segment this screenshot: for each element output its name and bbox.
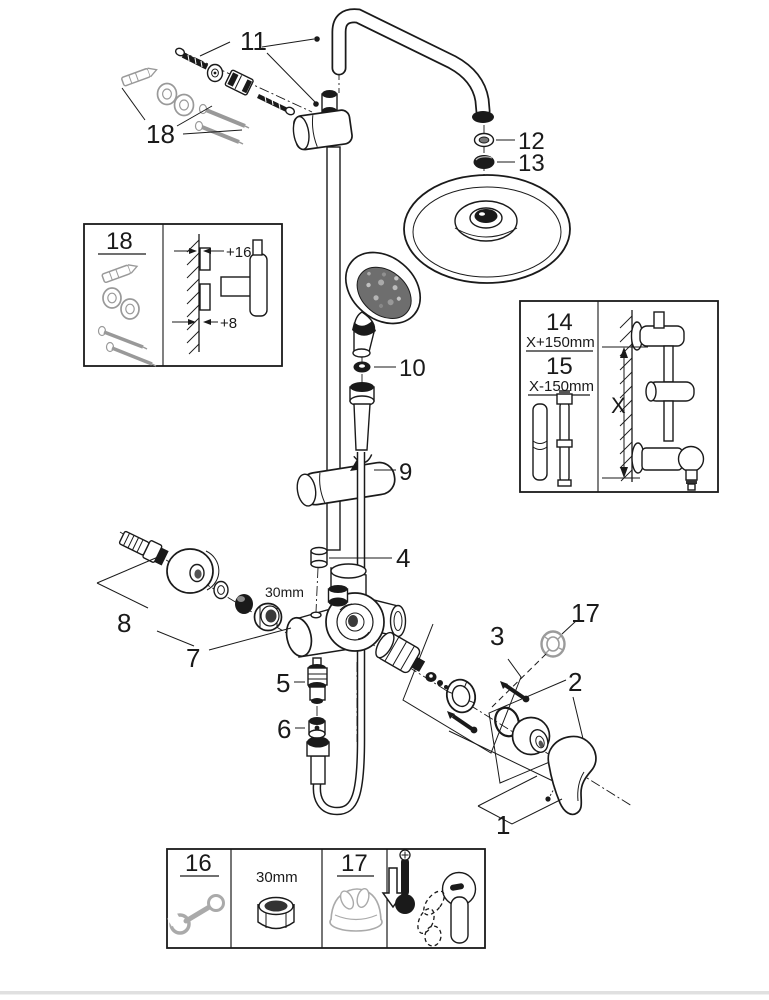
inset-rail-length-short: X-150mm [529, 378, 594, 395]
cartridge-dome-icon [329, 888, 383, 932]
inset-tools-grease-number: 17 [341, 850, 368, 877]
inset-rail-length-long: X+150mm [526, 334, 595, 351]
inset-depth-top: +16 [226, 244, 251, 261]
part-3-group [375, 623, 530, 754]
callout-2: 2 [568, 667, 582, 697]
callout-17: 17 [571, 598, 600, 628]
callout-8: 8 [117, 608, 131, 638]
part-11-group [174, 36, 320, 116]
rail-slider [296, 452, 396, 507]
callout-12: 12 [518, 128, 545, 155]
nut-30mm-icon [257, 896, 295, 930]
part-5-check-valve [294, 657, 328, 704]
cool-down-icon [381, 849, 415, 914]
hand-shower [344, 251, 422, 358]
callout-3: 3 [490, 621, 504, 651]
shower-arm [331, 8, 494, 123]
slide-rail [326, 146, 341, 551]
washer-12 [473, 132, 515, 148]
arm-end-nut [472, 111, 494, 123]
callout-18: 18 [146, 119, 175, 149]
washer-10 [353, 361, 396, 373]
callout-5: 5 [276, 668, 290, 698]
part-1-lever [448, 730, 597, 825]
callout-9: 9 [399, 459, 412, 486]
callout-11: 11 [240, 26, 267, 56]
wrench-icon [167, 894, 225, 935]
callout-13: 13 [518, 150, 545, 177]
nut-size-label: 30mm [265, 584, 304, 600]
inset-mounting-number: 18 [106, 228, 133, 255]
inset-rail-item-short: 15 [546, 353, 573, 380]
part-17-ring [491, 620, 577, 708]
callout-10: 10 [399, 355, 426, 382]
callout-6: 6 [277, 714, 291, 744]
inset-tools-wrench-number: 16 [185, 850, 212, 877]
part-4-plug [310, 546, 392, 569]
inset-depth-bottom: +8 [220, 315, 237, 332]
part-2-group [488, 679, 586, 784]
inset-tools-nut-size: 30mm [256, 869, 298, 886]
callout-4: 4 [396, 543, 410, 573]
inset-mounting [83, 223, 283, 367]
valve-body [285, 563, 407, 658]
part-8-group [96, 530, 292, 651]
wall-bracket [292, 90, 353, 151]
part-6-filter [295, 717, 326, 739]
inset-rail-item-long: 14 [546, 309, 573, 336]
rain-shower-head [403, 174, 571, 284]
inset-tools [166, 848, 486, 949]
callout-1: 1 [496, 810, 510, 840]
shower-hose [306, 382, 375, 816]
part-18-group [121, 67, 250, 145]
lever-hand-icon [417, 871, 477, 947]
callout-7: 7 [186, 643, 200, 673]
inset-rail-lengths [519, 300, 719, 493]
page-bottom-rule [0, 991, 769, 995]
inset-rail-axis-label: X [611, 393, 626, 418]
washer-13 [473, 155, 515, 169]
